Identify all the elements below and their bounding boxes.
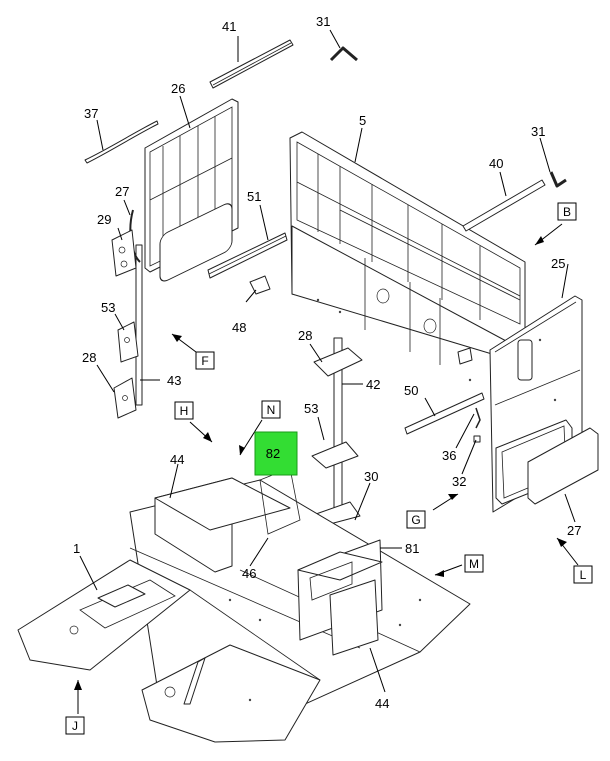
part-29-hinge [111,229,137,277]
callout-44-bottom: 44 [375,696,389,711]
callout-31-top: 31 [316,14,330,29]
callout-42: 42 [366,377,380,392]
view-label-j: J [65,716,85,735]
view-label-b: B [557,202,577,221]
callout-53-left: 53 [101,300,115,315]
part-31-bracket-right [549,171,567,188]
callout-28-center: 28 [298,328,312,343]
callout-1: 1 [73,541,80,556]
view-label-g: G [406,510,426,529]
view-label-l: L [573,565,593,584]
callout-46: 46 [242,566,256,581]
svg-text:82: 82 [266,446,280,461]
rivet-dots [228,298,557,702]
part-31-bracket-top [329,46,358,62]
svg-text:G: G [411,513,420,527]
callout-44-left: 44 [170,452,184,467]
callout-41: 41 [222,19,236,34]
part-37-trim [84,120,159,164]
part-51-sill [207,232,288,279]
svg-text:N: N [267,403,276,417]
callout-51: 51 [247,189,261,204]
view-label-f: F [195,351,215,370]
callout-30: 30 [364,469,378,484]
arrow-heads [74,236,567,690]
part-48-block [249,275,271,295]
part-42-post [311,337,363,525]
svg-text:J: J [72,719,78,733]
part-50-strip [404,392,485,435]
callout-27-left: 27 [115,184,129,199]
callout-36: 36 [442,448,456,463]
part-5-back-wall [289,131,526,365]
callout-48: 48 [232,320,246,335]
svg-text:F: F [201,354,208,368]
callout-27-right: 27 [567,523,581,538]
callout-53-center: 53 [304,401,318,416]
part-27-panel-right [527,427,599,505]
callout-32: 32 [452,474,466,489]
callout-50: 50 [404,383,418,398]
callout-29: 29 [97,212,111,227]
part-26-side-wall [135,98,239,406]
callout-81: 81 [405,541,419,556]
leader-lines [77,29,579,714]
part-36-clip [475,407,481,429]
floor-assembly [17,467,471,743]
part-53-bracket-left [117,321,139,363]
callout-28-left: 28 [82,350,96,365]
highlighted-callout-82[interactable]: 82 [254,431,298,476]
svg-text:H: H [180,404,189,418]
svg-text:B: B [563,205,571,219]
view-label-m: M [464,554,484,573]
part-32-screw [473,435,481,443]
callout-26: 26 [171,81,185,96]
part-28-bracket-left [113,377,137,419]
part-41-rail [209,39,294,89]
callout-43: 43 [167,373,181,388]
callout-numbers: 41 31 37 26 5 31 40 27 29 51 25 48 53 28… [73,14,581,711]
svg-text:M: M [469,557,479,571]
callout-40: 40 [489,156,503,171]
view-label-n: N [261,400,281,419]
callout-25: 25 [551,256,565,271]
callout-37: 37 [84,106,98,121]
callout-31-right: 31 [531,124,545,139]
view-label-h: H [174,401,194,420]
part-40-rail [462,179,546,232]
svg-text:L: L [580,568,587,582]
callout-5: 5 [359,113,366,128]
